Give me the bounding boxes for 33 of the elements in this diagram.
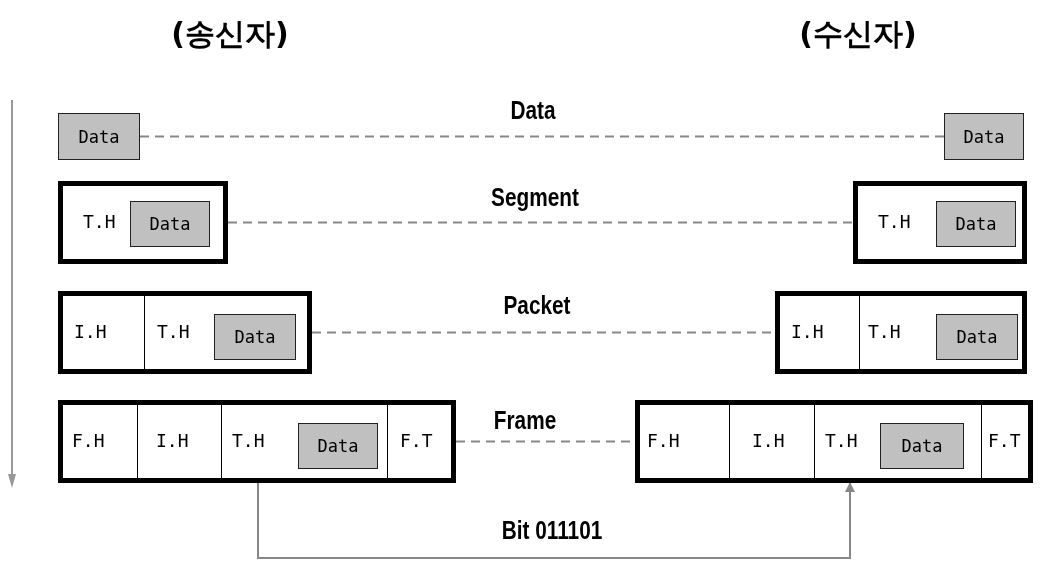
header-label: F.T bbox=[400, 429, 433, 451]
header-label: T.H bbox=[83, 210, 116, 232]
header-label: I.H bbox=[752, 429, 785, 451]
header-label: F.H bbox=[647, 429, 680, 451]
payload-box: Data bbox=[944, 113, 1024, 160]
arrow bbox=[257, 482, 855, 559]
pdu-box bbox=[635, 400, 1033, 483]
payload-box: Data bbox=[130, 201, 210, 247]
column-heading: (수신자) bbox=[799, 15, 917, 53]
header-label: T.H bbox=[825, 429, 858, 451]
header-label: F.T bbox=[988, 429, 1021, 451]
dashed-connector bbox=[139, 135, 945, 138]
pdu-box bbox=[58, 181, 228, 264]
payload-box: Data bbox=[880, 423, 964, 469]
pdu-box bbox=[853, 181, 1027, 264]
header-label: T.H bbox=[878, 210, 911, 232]
payload-box: Data bbox=[214, 314, 296, 360]
dashed-connector bbox=[227, 221, 854, 224]
payload-box: Data bbox=[936, 201, 1016, 247]
header-label: T.H bbox=[232, 429, 265, 451]
payload-box: Data bbox=[936, 314, 1018, 360]
header-label: I.H bbox=[74, 320, 107, 342]
header-label: I.H bbox=[156, 429, 189, 451]
header-label: T.H bbox=[157, 320, 190, 342]
pdu-box bbox=[58, 400, 456, 483]
payload-box: Data bbox=[298, 423, 378, 469]
header-label: I.H bbox=[791, 320, 824, 342]
pdu-box bbox=[775, 291, 1027, 374]
header-label: F.H bbox=[72, 429, 105, 451]
payload-box: Data bbox=[58, 113, 140, 160]
column-heading: (송신자) bbox=[171, 15, 289, 53]
pdu-box bbox=[58, 291, 312, 374]
header-label: T.H bbox=[868, 320, 901, 342]
